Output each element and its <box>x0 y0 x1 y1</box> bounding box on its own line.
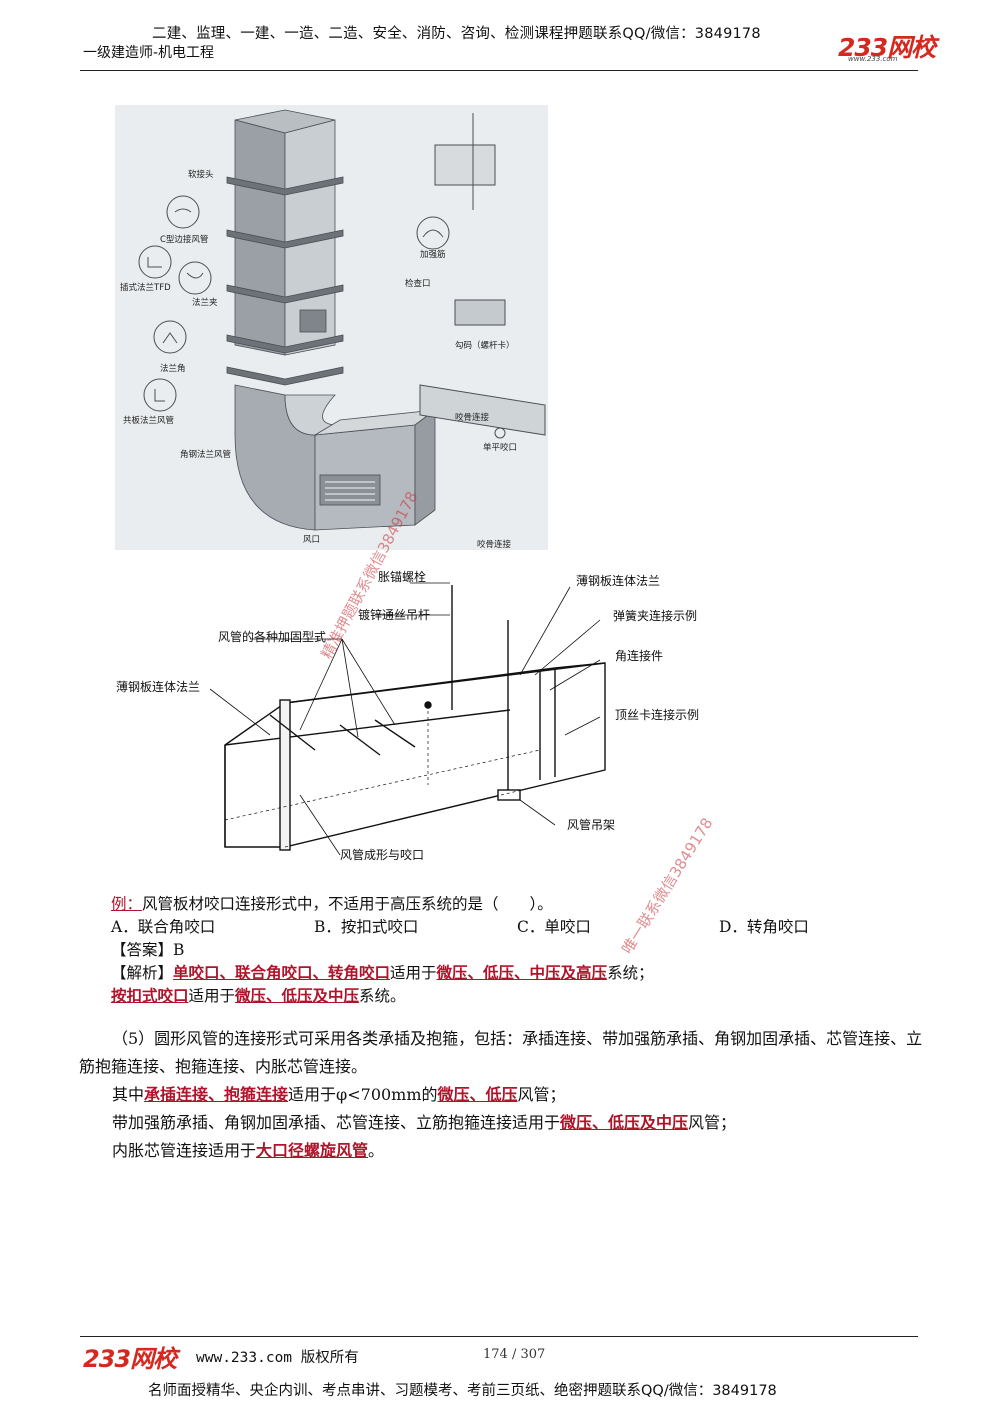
label-seam-1: 咬骨连接 <box>455 412 490 423</box>
duct-system-illustration: 软接头 C型边接风管 插式法兰TFD 法兰夹 法兰角 共板法兰风管 角钢法兰风管… <box>115 105 548 550</box>
page-number: 174 / 307 <box>483 1347 546 1362</box>
option-c: C．单咬口 <box>517 918 591 936</box>
label-spring-clip: 弹簧夹连接示例 <box>613 608 697 623</box>
duct-hanger-diagram: 胀锚螺栓 镀锌通丝吊杆 风管的各种加固型式 薄钢板连体法兰 薄钢板连体法兰 弹簧… <box>116 569 699 862</box>
label-hanger: 风管吊架 <box>567 817 615 832</box>
footer-site[interactable]: www.233.com 版权所有 <box>196 1350 359 1366</box>
section5-intro: （5）圆形风管的连接形式可采用各类承插及抱箍，包括：承插连接、带加强筋承插、角钢… <box>79 1029 923 1076</box>
label-corner-piece: 角连接件 <box>615 648 663 663</box>
watermark-b: 唯一联系微信3849178 <box>618 815 716 958</box>
footer-promo: 名师面授精华、央企内训、考点串讲、习题模考、考前三页纸、绝密押题联系QQ/微信：… <box>148 1383 777 1399</box>
example-text: 风管板材咬口连接形式中，不适用于高压系统的是（ ）。 <box>142 895 553 913</box>
site-logo: 233网校 <box>838 33 936 62</box>
label-seam-2: 咬骨连接 <box>477 539 512 550</box>
option-b: B．按扣式咬口 <box>314 918 419 936</box>
header-divider <box>80 70 918 71</box>
label-rod: 镀锌通丝吊杆 <box>358 608 430 622</box>
label-thin-flange-right: 薄钢板连体法兰 <box>576 573 660 588</box>
label-single-seam: 单平咬口 <box>483 442 517 453</box>
label-flange-corner: 法兰角 <box>160 363 186 374</box>
header-promo: 二建、监理、一建、一造、二造、安全、消防、咨询、检测课程押题联系QQ/微信：38… <box>152 26 761 42</box>
label-c-flange: C型边接风管 <box>160 234 208 245</box>
label-air-outlet: 风口 <box>303 535 320 545</box>
logo-url: www.233.com <box>848 55 898 63</box>
doc-title: 一级建造师-机电工程 <box>83 45 215 61</box>
section5-line-1: 其中承插连接、抱箍连接适用于φ<700mm的微压、低压风管； <box>112 1085 566 1104</box>
label-insert-flange: 插式法兰TFD <box>120 282 171 293</box>
svg-text:精准押题联系微信3849178: 精准押题联系微信3849178 <box>318 488 422 661</box>
label-anchor-bolt: 胀锚螺栓 <box>378 569 426 584</box>
analysis-line-2: 按扣式咬口适用于微压、低压及中压系统。 <box>111 986 406 1005</box>
section5-line-2: 带加强筋承插、角钢加固承插、芯管连接、立筋抱箍连接适用于微压、低压及中压风管； <box>112 1113 737 1132</box>
label-thin-flange-left: 薄钢板连体法兰 <box>116 679 200 694</box>
footer-logo: 233网校 <box>83 1345 177 1373</box>
label-top-clip: 顶丝卡连接示例 <box>615 707 699 722</box>
example-label: 例： <box>111 895 143 913</box>
label-soft-joint: 软接头 <box>188 169 214 180</box>
label-reinforcement-types: 风管的各种加固型式 <box>218 629 326 644</box>
option-d: D．转角咬口 <box>719 918 809 936</box>
watermark-a: 精准押题联系微信3849178 <box>318 488 422 661</box>
svg-text:唯一联系微信3849178: 唯一联系微信3849178 <box>618 815 716 958</box>
label-flange-clip: 法兰夹 <box>192 297 218 308</box>
answer: 【答案】B <box>111 941 185 959</box>
label-forming: 风管成形与咬口 <box>340 847 424 862</box>
label-common-plate: 共板法兰风管 <box>123 415 174 426</box>
label-hook: 勾码（螺杆卡） <box>455 340 515 351</box>
section5-line-3: 内胀芯管连接适用于大口径螺旋风管。 <box>112 1141 385 1160</box>
analysis-line-1: 【解析】单咬口、联合角咬口、转角咬口适用于微压、低压、中压及高压系统； <box>111 963 654 982</box>
label-stiffener: 加强筋 <box>420 249 446 260</box>
label-angle-steel: 角钢法兰风管 <box>180 449 231 460</box>
example-question: 例：风管板材咬口连接形式中，不适用于高压系统的是（ ）。 <box>111 893 553 915</box>
footer-divider <box>80 1336 918 1337</box>
label-inspection: 检查口 <box>405 278 431 289</box>
option-a: A．联合角咬口 <box>111 918 216 936</box>
